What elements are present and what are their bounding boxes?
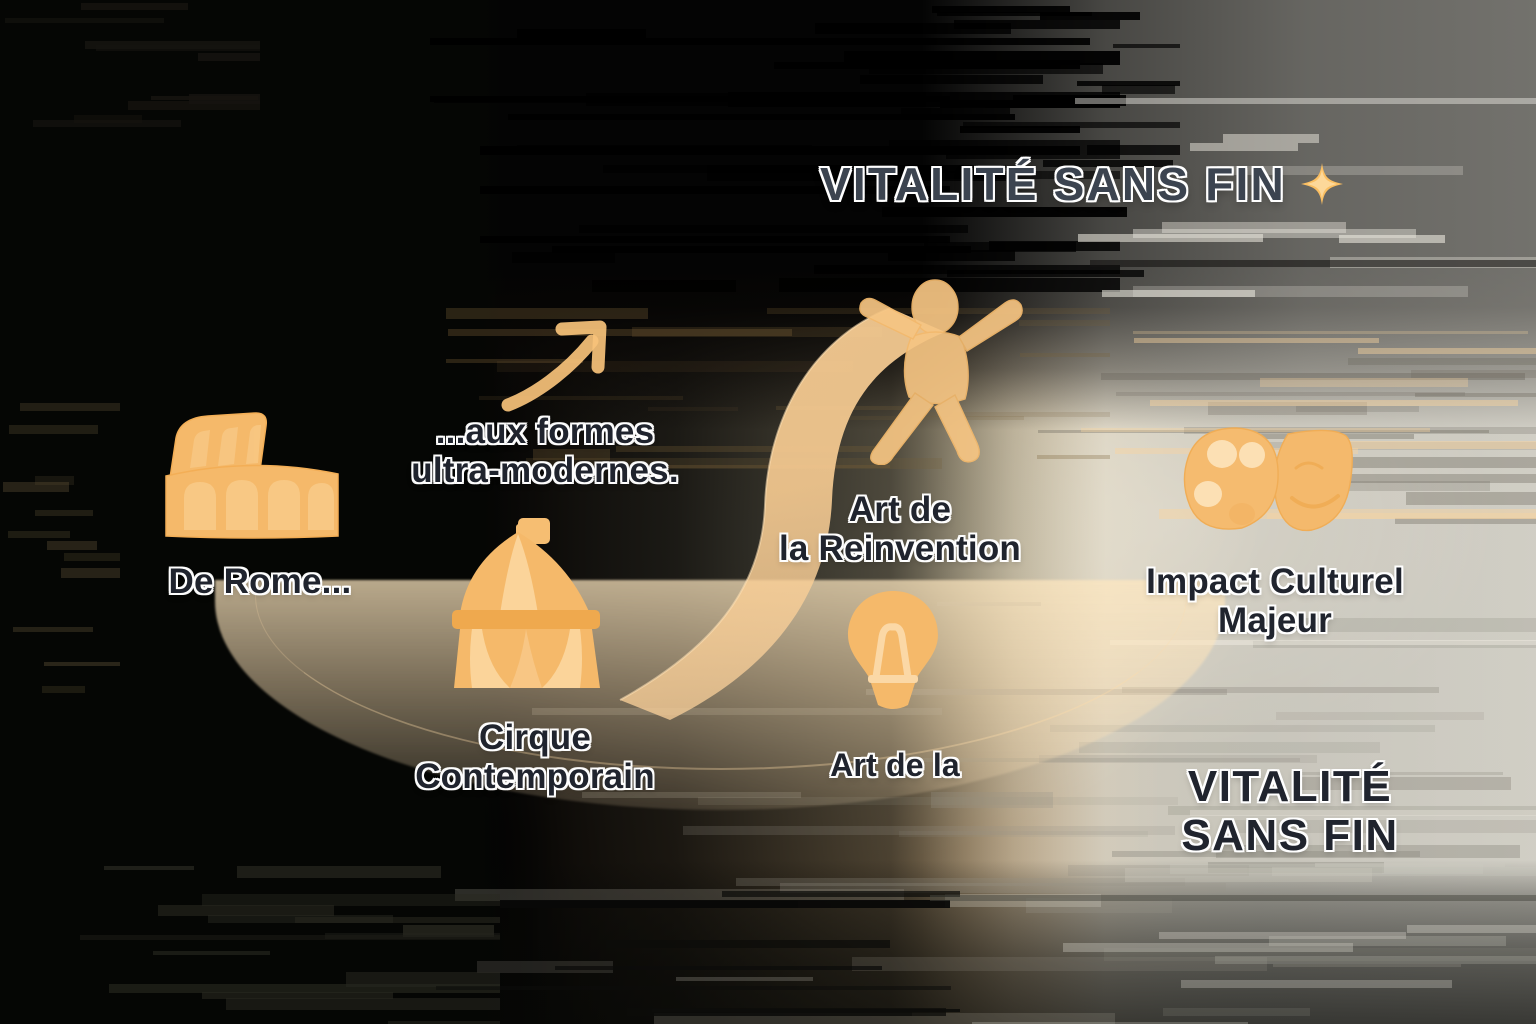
node-label-cirque: Cirque Contemporain bbox=[415, 718, 655, 797]
lightbulb-icon bbox=[848, 591, 938, 709]
s-curve-path-icon bbox=[619, 307, 945, 720]
acrobat-figure-icon bbox=[859, 279, 1023, 465]
circus-tent-icon bbox=[452, 518, 600, 688]
node-label-rome: De Rome... bbox=[168, 562, 352, 601]
journey-caption-top: ...aux formes ultra-modernes. bbox=[411, 412, 679, 491]
node-label-impact: Impact Culturel Majeur bbox=[1146, 562, 1404, 641]
node-label-reinvention: Art de la Reinvention bbox=[778, 490, 1021, 569]
page-title: VITALITÉ SANS FIN bbox=[820, 157, 1344, 211]
node-label-art-de-la: Art de la bbox=[830, 747, 960, 783]
sparkle-four-point-star-icon bbox=[1300, 163, 1343, 205]
page-title-text: VITALITÉ SANS FIN bbox=[820, 158, 1286, 210]
footer-tagline: VITALITÉ SANS FIN bbox=[1181, 762, 1399, 861]
colosseum-icon bbox=[165, 412, 339, 539]
theater-masks-icon bbox=[1183, 427, 1353, 532]
curved-up-arrow-icon bbox=[501, 320, 607, 412]
